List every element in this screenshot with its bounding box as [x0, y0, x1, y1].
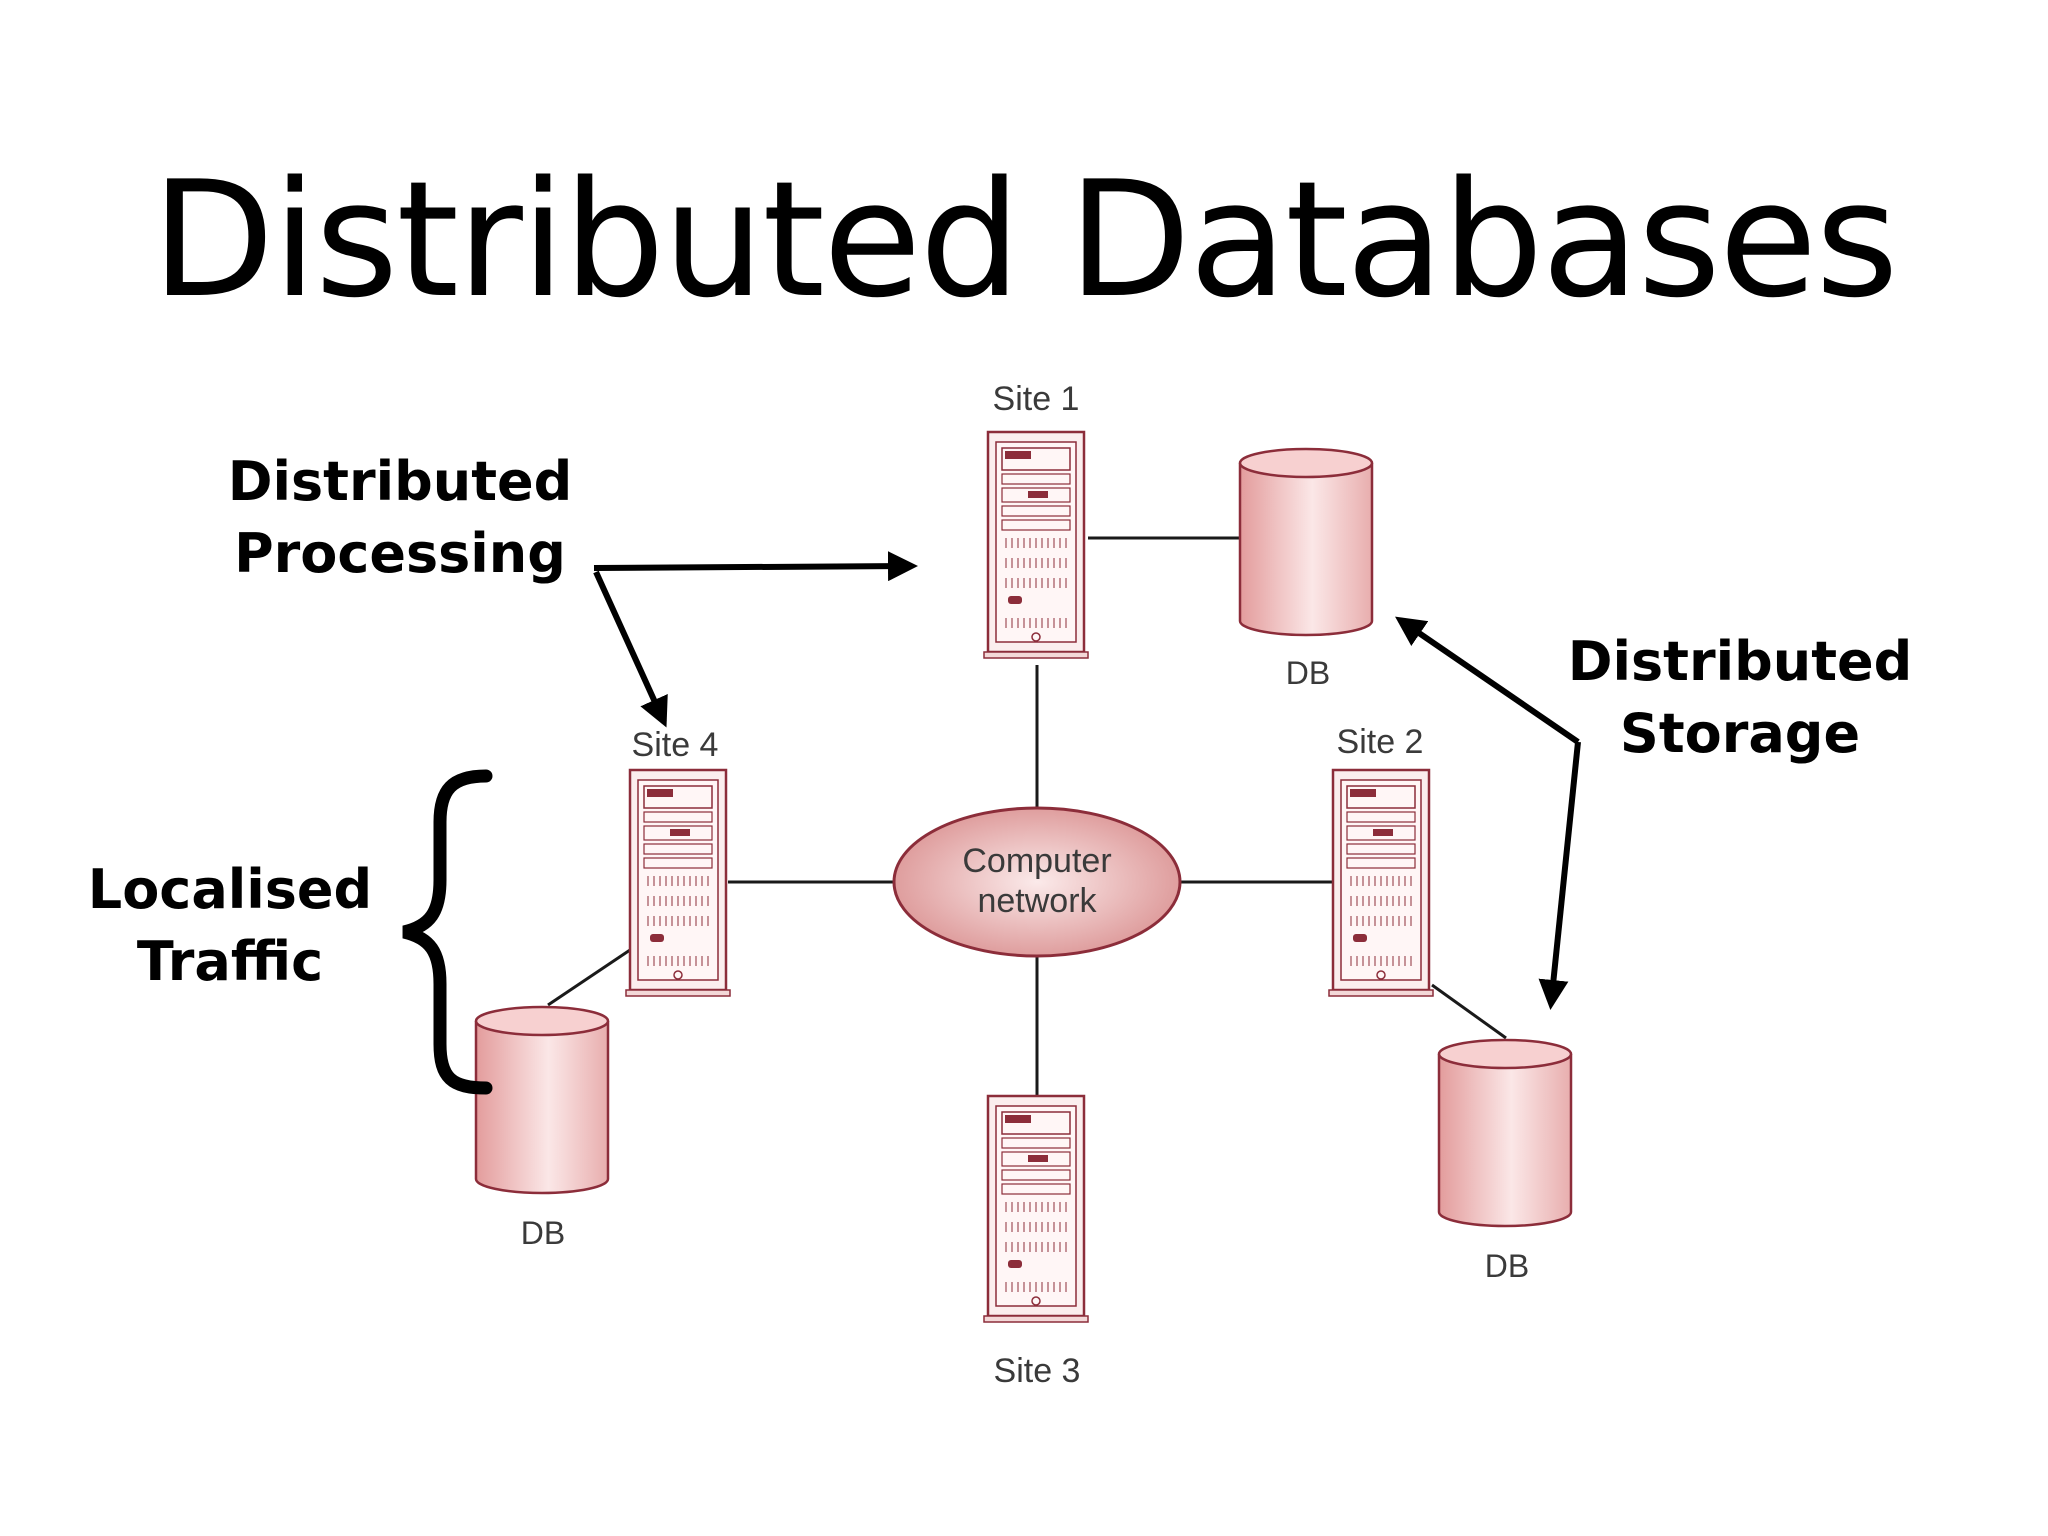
- link-site4-db: [547, 948, 631, 1007]
- site2-database-icon: [1437, 1038, 1573, 1228]
- site2-label: Site 2: [1337, 723, 1424, 761]
- site4-label: Site 4: [632, 726, 719, 764]
- distributed-processing-line2: Processing: [234, 522, 566, 585]
- site2-server-icon: [1327, 768, 1435, 998]
- localised-traffic-line2: Traffic: [137, 930, 323, 993]
- slide-title: Distributed Databases: [151, 146, 1898, 333]
- network-label-line1: Computer: [962, 842, 1111, 880]
- site1-db-label: DB: [1286, 655, 1330, 691]
- site1-database-icon: [1238, 447, 1374, 637]
- network-label-line2: network: [977, 882, 1097, 920]
- arrow-to-site2-db: [1538, 741, 1581, 1010]
- distributed-storage-arrows: [1395, 616, 1581, 1010]
- localised-traffic-brace: [402, 769, 493, 1095]
- distributed-processing-arrows: [593, 551, 918, 728]
- site4-server-icon: [624, 768, 732, 998]
- site3-server-icon: [982, 1094, 1090, 1324]
- localised-traffic-line1: Localised: [88, 858, 372, 921]
- arrow-to-site4: [593, 570, 668, 728]
- arrow-to-site1: [593, 551, 918, 582]
- site4-db-label: DB: [521, 1215, 565, 1251]
- distributed-storage-line2: Storage: [1620, 702, 1860, 765]
- site1-server-icon: [982, 430, 1090, 660]
- arrow-to-site1-db: [1395, 616, 1580, 745]
- site1-label: Site 1: [993, 380, 1080, 418]
- distributed-storage-line1: Distributed: [1568, 630, 1913, 693]
- link-site2-db: [1431, 983, 1507, 1040]
- network-links: [547, 536, 1507, 1098]
- site4-database-icon: [474, 1005, 610, 1195]
- computer-network-node: [892, 806, 1182, 958]
- site3-label: Site 3: [994, 1352, 1081, 1390]
- distributed-processing-line1: Distributed: [228, 450, 573, 513]
- site2-db-label: DB: [1485, 1248, 1529, 1284]
